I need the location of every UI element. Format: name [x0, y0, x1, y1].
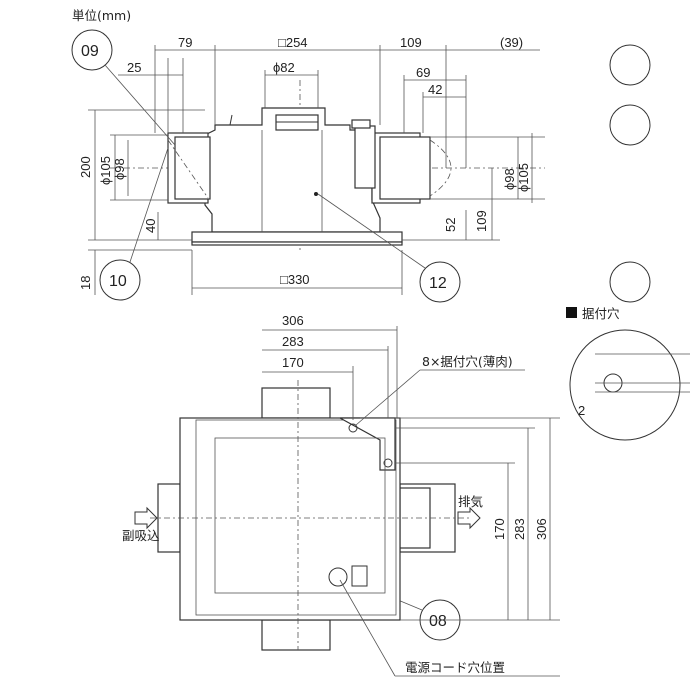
- intake-label: 副吸込: [122, 528, 160, 543]
- dim-330: □330: [280, 272, 310, 287]
- dim-25: 25: [127, 60, 141, 75]
- callout-09: 09: [71, 29, 176, 146]
- dim-39: (39): [500, 35, 523, 50]
- svg-text:12: 12: [429, 275, 447, 292]
- callout-10: 10: [99, 147, 169, 301]
- svg-text:08: 08: [429, 613, 447, 630]
- dim-82: ϕ82: [273, 60, 295, 75]
- svg-text:09: 09: [81, 43, 99, 60]
- dim-40: 40: [143, 219, 158, 233]
- dim-105-left: ϕ105: [98, 156, 113, 185]
- edge-callouts: [609, 44, 651, 303]
- dim-42: 42: [428, 82, 442, 97]
- svg-text:10: 10: [109, 273, 127, 290]
- dim-109-right: 109: [474, 210, 489, 232]
- dim-52: 52: [443, 218, 458, 232]
- dim-98-left: ϕ98: [112, 158, 127, 180]
- dim-69: 69: [416, 65, 430, 80]
- power-cord-label: 電源コード穴位置: [405, 660, 505, 675]
- dim-306-top: 306: [282, 313, 304, 328]
- callout-12: 12: [317, 193, 461, 303]
- dim-18: 18: [78, 276, 93, 290]
- dim-170-top: 170: [282, 355, 304, 370]
- dim-79: 79: [178, 35, 192, 50]
- dim-170-right: 170: [492, 518, 507, 540]
- dim-283-right: 283: [512, 518, 527, 540]
- mount-hole-label: 8×据付穴(薄肉): [422, 354, 513, 369]
- dim-109: 109: [400, 35, 422, 50]
- unit-label: 単位(mm): [72, 8, 131, 23]
- dim-254: □254: [278, 35, 308, 50]
- power-cord-hole: [328, 567, 348, 587]
- exhaust-label: 排気: [458, 494, 483, 509]
- grille: [214, 437, 386, 594]
- dim-306-right: 306: [534, 518, 549, 540]
- dim-200: 200: [78, 156, 93, 178]
- svg-text:据付穴: 据付穴: [582, 306, 620, 321]
- dim-105-right: ϕ105: [516, 163, 531, 192]
- svg-text:2: 2: [578, 403, 585, 418]
- dim-98-right: ϕ98: [502, 168, 517, 190]
- mount-hole-detail: 据付穴 2: [566, 306, 690, 441]
- top-view: 79 □254 109 (39) 25 ϕ82 69 42 200 ϕ105 ϕ…: [78, 35, 545, 295]
- front-view: 306 283 170 170 283 306 8×据付穴(薄肉) 排気 副吸込…: [122, 313, 560, 677]
- dim-283-top: 283: [282, 334, 304, 349]
